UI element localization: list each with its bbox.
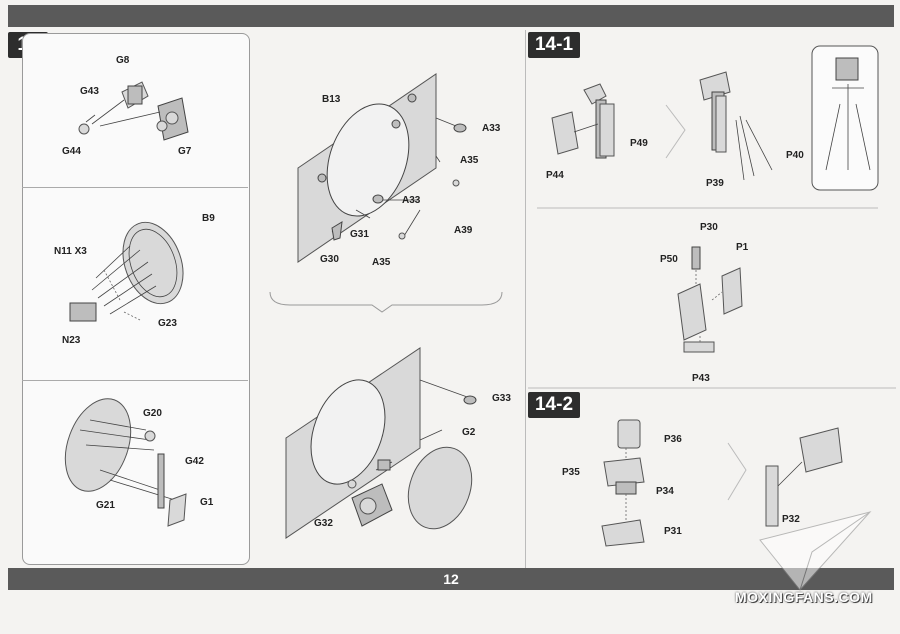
p32-part-drawing xyxy=(765,427,843,527)
label-p39: P39 xyxy=(706,178,724,189)
label-p43: P43 xyxy=(692,373,710,384)
label-a33-mid: A33 xyxy=(402,195,421,206)
label-a35-bottom: A35 xyxy=(372,257,391,268)
label-p40: P40 xyxy=(786,150,804,161)
label-g44: G44 xyxy=(62,146,81,157)
g8-part-drawing xyxy=(78,81,189,141)
b9-part-drawing xyxy=(69,221,184,322)
label-g32: G32 xyxy=(314,518,333,529)
label-g21: G21 xyxy=(96,500,115,511)
label-n11-x3: N11 X3 xyxy=(54,246,87,257)
p49-part-drawing xyxy=(551,83,615,159)
label-g33: G33 xyxy=(492,393,511,404)
label-g31: G31 xyxy=(350,229,369,240)
g1-part-drawing xyxy=(64,398,187,527)
step-13-subassembly-panel xyxy=(22,33,250,565)
panel-separator xyxy=(22,187,248,188)
label-g23: G23 xyxy=(158,318,177,329)
p36-part-drawing xyxy=(601,419,645,547)
label-g8: G8 xyxy=(116,55,130,66)
label-g42: G42 xyxy=(185,456,204,467)
label-g20: G20 xyxy=(143,408,162,419)
hull-plate-b13-drawing xyxy=(297,73,467,263)
label-p36: P36 xyxy=(664,434,682,445)
label-a39: A39 xyxy=(454,225,473,236)
footer-bar: 12 xyxy=(8,568,894,590)
label-p1: P1 xyxy=(736,242,749,253)
label-g1: G1 xyxy=(200,497,214,508)
label-b9: B9 xyxy=(202,213,215,224)
label-a33-top: A33 xyxy=(482,123,501,134)
label-n23: N23 xyxy=(62,335,81,346)
paper-plane-logo xyxy=(759,511,872,591)
label-p32: P32 xyxy=(782,514,800,525)
label-p49: P49 xyxy=(630,138,648,149)
page-divider xyxy=(525,30,526,568)
label-g2: G2 xyxy=(462,427,476,438)
label-p30: P30 xyxy=(700,222,718,233)
label-p34: P34 xyxy=(656,486,674,497)
label-p31: P31 xyxy=(664,526,682,537)
step-14-1-badge: 14-1 xyxy=(528,32,580,58)
watermark-text: MOXINGFANS.COM xyxy=(735,589,873,605)
label-g7: G7 xyxy=(178,146,192,157)
step-14-2-badge: 14-2 xyxy=(528,392,580,418)
hull-plate-assembled-drawing xyxy=(285,347,477,539)
label-p35: P35 xyxy=(562,467,580,478)
p50-part-drawing xyxy=(677,246,743,353)
label-g30: G30 xyxy=(320,254,339,265)
label-b13: B13 xyxy=(322,94,341,105)
page-number: 12 xyxy=(443,571,459,587)
label-g43: G43 xyxy=(80,86,99,97)
label-p44: P44 xyxy=(546,170,564,181)
p40-part-drawing xyxy=(699,45,879,191)
panel-separator xyxy=(22,380,248,381)
label-a35-top: A35 xyxy=(460,155,479,166)
label-p50: P50 xyxy=(660,254,678,265)
header-bar xyxy=(8,5,894,27)
